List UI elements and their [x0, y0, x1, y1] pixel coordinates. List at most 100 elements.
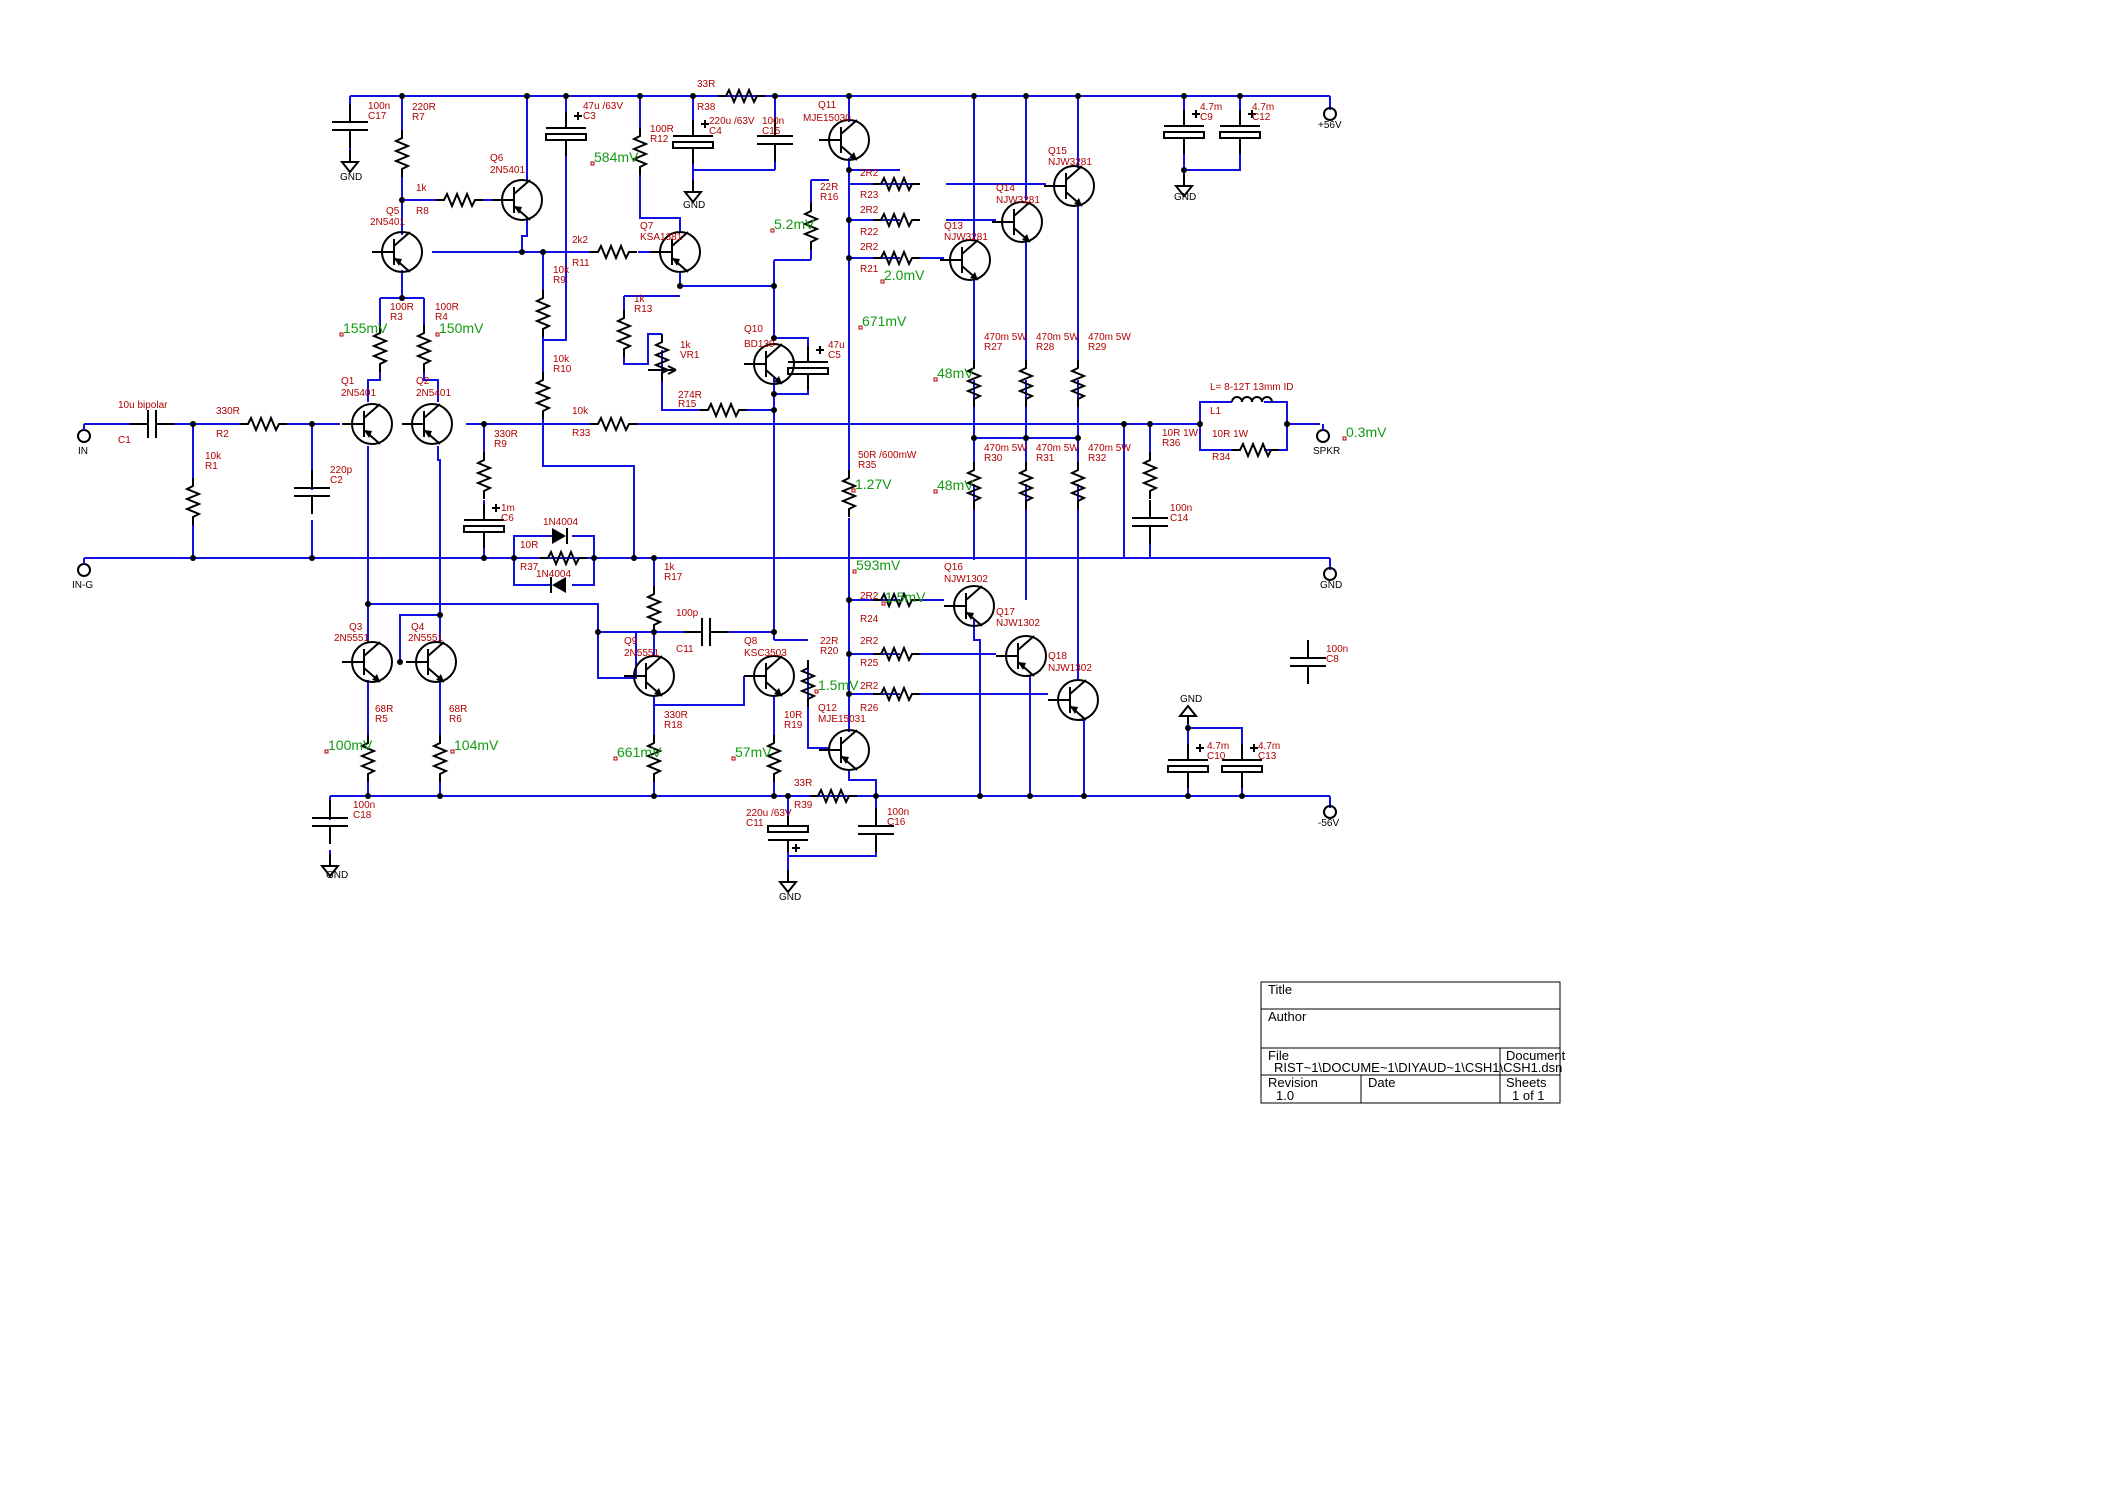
r3-value: 100R [390, 302, 414, 313]
r28-ref: R28 [1036, 342, 1055, 353]
c11b-ref: C11 [746, 818, 764, 829]
revision-label: Revision [1268, 1075, 1318, 1090]
c18-ref: C18 [353, 810, 372, 821]
c11a-value: 100p [676, 608, 699, 619]
r9a-value: 10k [553, 265, 570, 276]
r4-ref: R4 [435, 312, 448, 323]
r7-ref: R7 [412, 112, 425, 123]
port-in-g-label: IN-G [72, 580, 93, 591]
r25-value: 2R2 [860, 636, 879, 647]
c15-ref: C15 [762, 126, 781, 137]
r38-value: 33R [697, 79, 715, 90]
c5-ref: C5 [828, 350, 841, 361]
r35-value: 50R /600mW [858, 450, 917, 461]
author-label: Author [1268, 1009, 1307, 1024]
vr1-value: 1k [680, 340, 692, 351]
gnd-label-c9: GND [1174, 192, 1196, 203]
r34-ref: R34 [1212, 452, 1231, 463]
document-label: Document [1506, 1048, 1566, 1063]
r34-value: 10R 1W [1212, 429, 1249, 440]
r21-value: 2R2 [860, 242, 879, 253]
port-vpos-label: +56V [1318, 120, 1342, 131]
q5-value: 2N5401 [370, 217, 405, 228]
ports [77, 107, 1337, 819]
probe-1-5mv-upper: 1.5mV [885, 589, 926, 605]
sheets-label: Sheets [1506, 1075, 1547, 1090]
r15-ref: R15 [678, 399, 697, 410]
c17-value: 100n [368, 101, 390, 112]
l1-value: L= 8-12T 13mm ID [1210, 382, 1293, 393]
r11-value: 2k2 [572, 235, 589, 246]
q18-ref: Q18 [1048, 651, 1067, 662]
q10-ref: Q10 [744, 324, 763, 335]
r15-value: 274R [678, 390, 702, 401]
probe-48mv-upper: 48mV [937, 365, 974, 381]
q3-value: 2N5551 [334, 633, 369, 644]
probe-593mv: 593mV [856, 557, 901, 573]
c13-value: 4.7m [1258, 741, 1280, 752]
q17-value: NJW1302 [996, 618, 1040, 629]
r4-value: 100R [435, 302, 459, 313]
q14-value: NJW3281 [996, 195, 1040, 206]
q12-ref: Q12 [818, 703, 837, 714]
r5-ref: R5 [375, 714, 388, 725]
probe-661mv: 661mV [617, 744, 662, 760]
port-vneg-label: -56V [1318, 818, 1339, 829]
r2-ref: R2 [216, 429, 229, 440]
r10-value: 10k [553, 354, 570, 365]
c12-value: 4.7m [1252, 102, 1274, 113]
probe-1-5mv-lower: 1.5mV [818, 677, 859, 693]
q15-value: NJW3281 [1048, 157, 1092, 168]
q11-value: MJE15030 [803, 113, 851, 124]
q1-value: 2N5401 [341, 388, 376, 399]
probe-2-0mv: 2.0mV [884, 267, 925, 283]
c8-value: 100n [1326, 644, 1348, 655]
c18-value: 100n [353, 800, 375, 811]
r30-value: 470m 5W [984, 443, 1027, 454]
q16-ref: Q16 [944, 562, 963, 573]
gnd-label-c11: GND [779, 892, 801, 903]
c2-value: 220p [330, 465, 353, 476]
r30-ref: R30 [984, 453, 1003, 464]
c3-ref: C3 [583, 111, 596, 122]
probe-104mv: 104mV [454, 737, 499, 753]
r27-value: 470m 5W [984, 332, 1027, 343]
q4-value: 2N5551 [408, 633, 443, 644]
c4-value: 220u /63V [709, 116, 755, 127]
c11a-ref: C11 [676, 644, 694, 655]
r31-value: 470m 5W [1036, 443, 1079, 454]
port-in-label: IN [78, 446, 88, 457]
r16-ref: R16 [820, 192, 839, 203]
r20-ref: R20 [820, 646, 839, 657]
gnd-label-c10: GND [1180, 694, 1202, 705]
c9-value: 4.7m [1200, 102, 1222, 113]
r37-value: 10R [520, 540, 538, 551]
r9a-ref: R9 [553, 275, 566, 286]
r28-value: 470m 5W [1036, 332, 1079, 343]
c11b-value: 220u /63V [746, 808, 792, 819]
q6-value: 2N5401 [490, 165, 525, 176]
r19-ref: R19 [784, 720, 803, 731]
q7-ref: Q7 [640, 221, 654, 232]
q8-value: KSC3503 [744, 648, 787, 659]
gnd-label-c4: GND [683, 200, 705, 211]
r13-ref: R13 [634, 304, 653, 315]
c1-value: 10u bipolar [118, 400, 168, 411]
r12-ref: R12 [650, 134, 669, 145]
gnd-label-c18: GND [326, 870, 348, 881]
r24-value: 2R2 [860, 591, 879, 602]
r9b-ref: R9 [494, 439, 507, 450]
q9-value: 2N5551 [624, 648, 659, 659]
ground-symbols [321, 149, 1199, 893]
file-value: RIST~1\DOCUME~1\DIYAUD~1\CSH1\CSH1.dsn [1274, 1060, 1562, 1075]
r24-ref: R24 [860, 614, 879, 625]
date-label: Date [1368, 1075, 1395, 1090]
probe-584mv: 584mV [594, 149, 639, 165]
q10-value: BD139 [744, 339, 775, 350]
r23-ref: R23 [860, 190, 879, 201]
q4-ref: Q4 [411, 622, 425, 633]
r12-value: 100R [650, 124, 674, 135]
r20-value: 22R [820, 636, 838, 647]
r10-ref: R10 [553, 364, 572, 375]
